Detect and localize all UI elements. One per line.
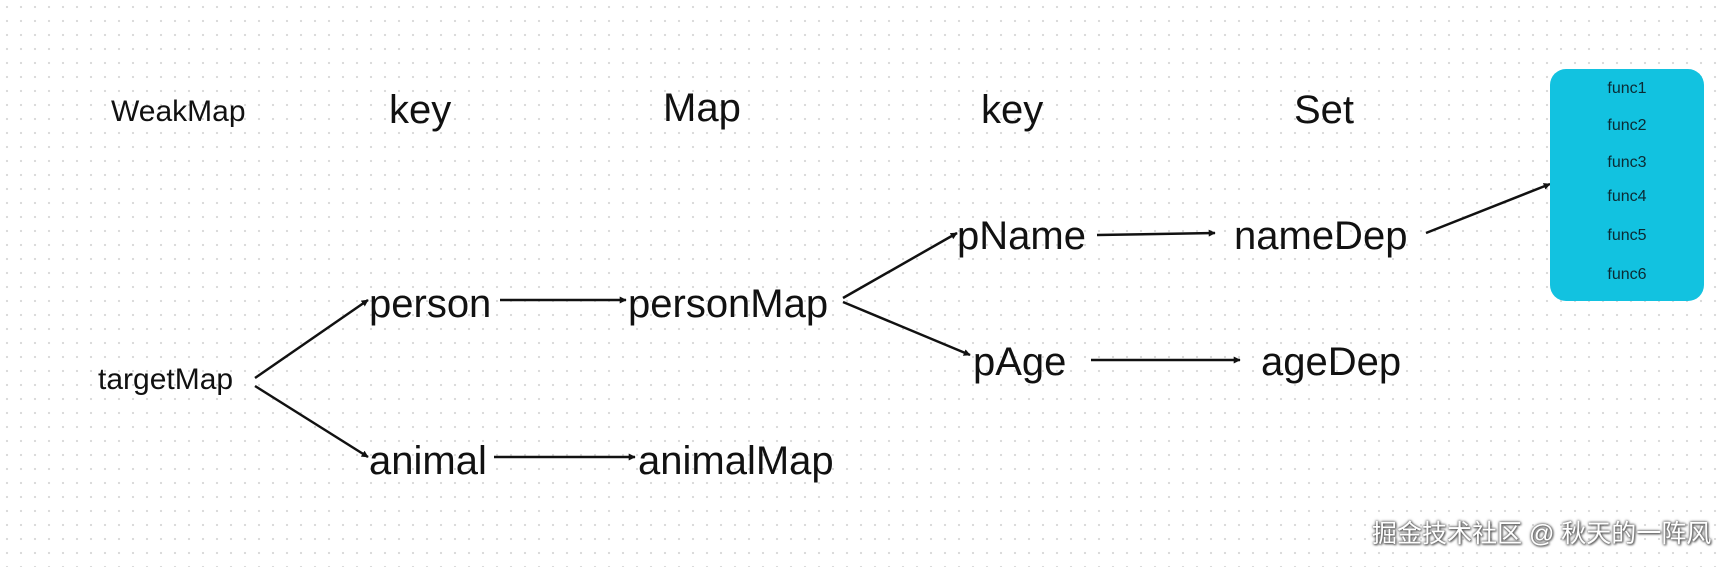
header-map: Map: [663, 86, 741, 130]
arrow-targetmap-to-animal: [254, 384, 369, 459]
node-animal: animal: [369, 439, 487, 483]
header-key-1: key: [389, 88, 452, 132]
arrow-personmap-to-page: [842, 300, 971, 357]
func-item-3: func3: [1607, 154, 1647, 171]
node-targetmap: targetMap: [98, 363, 234, 396]
set-box: func1 func2 func3 func4 func5 func6: [1550, 69, 1704, 301]
func-item-5: func5: [1607, 227, 1647, 244]
node-person: person: [369, 282, 492, 326]
node-animalmap: animalMap: [638, 439, 834, 483]
watermark: 掘金技术社区 @ 秋天的一阵风: [1372, 520, 1712, 548]
func-item-6: func6: [1607, 266, 1647, 283]
node-pname: pName: [957, 214, 1086, 258]
func-item-4: func4: [1607, 188, 1647, 205]
func-item-1: func1: [1607, 80, 1647, 97]
node-namedep: nameDep: [1234, 214, 1408, 258]
node-agedep: ageDep: [1261, 340, 1402, 384]
header-set: Set: [1294, 88, 1355, 132]
node-personmap: personMap: [628, 282, 829, 326]
header-key-2: key: [981, 88, 1044, 132]
arrow-namedep-to-set: [1425, 182, 1551, 235]
arrow-pname-to-namedep: [1096, 229, 1216, 237]
node-page: pAge: [973, 340, 1067, 384]
func-item-2: func2: [1607, 117, 1647, 134]
arrow-targetmap-to-person: [254, 298, 369, 380]
arrow-personmap-to-pname: [842, 231, 958, 300]
header-weakmap: WeakMap: [111, 95, 246, 128]
